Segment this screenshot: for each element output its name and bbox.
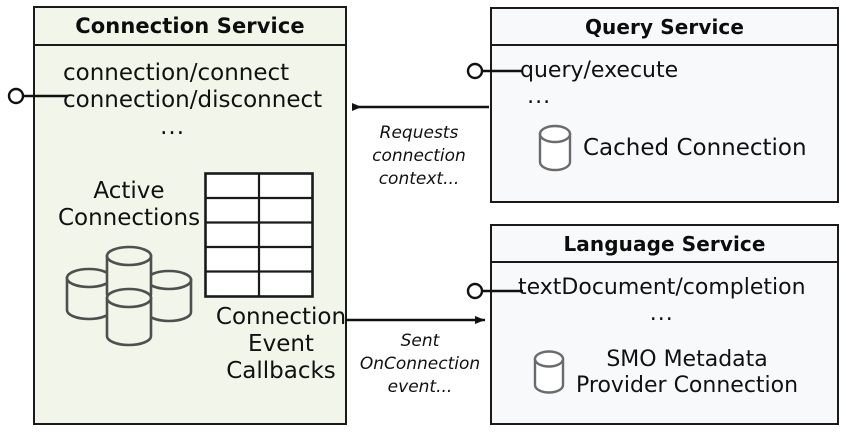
- smo-metadata-provider-label: SMO Metadata Provider Connection: [576, 347, 798, 398]
- operation-textdocument-completion: textDocument/completion: [518, 275, 806, 300]
- callbacks-line2: Event: [248, 331, 314, 358]
- database-cylinder-icon: [533, 349, 565, 394]
- component-language-service[interactable]: Language Service textDocument/completion…: [490, 224, 839, 425]
- requests-label-line3: context...: [378, 168, 460, 189]
- smo-resource-line2: Provider Connection: [576, 372, 799, 398]
- active-connections-line2: Connections: [57, 205, 201, 232]
- table-grid-icon: [204, 172, 314, 298]
- query-service-ellipsis: ...: [527, 83, 552, 109]
- operation-connection-disconnect: connection/disconnect: [63, 86, 323, 113]
- callbacks-line3: Callbacks: [226, 358, 336, 385]
- query-service-body: query/execute ... Cached Connection: [492, 46, 837, 201]
- component-query-service[interactable]: Query Service query/execute ... Cached C…: [490, 7, 839, 203]
- operation-query-execute: query/execute: [520, 58, 679, 83]
- language-service-operations: textDocument/completion ...: [518, 275, 806, 326]
- database-cluster-icon: [65, 245, 193, 347]
- database-cylinder-icon: [538, 124, 572, 172]
- connection-service-ellipsis: ...: [160, 113, 186, 140]
- language-service-title: Language Service: [492, 226, 837, 263]
- callbacks-line1: Connection: [215, 304, 347, 330]
- connection-service-operations: connection/connect connection/disconnect…: [63, 60, 322, 141]
- sent-label-line3: event...: [387, 376, 453, 397]
- connection-event-callbacks-label: Connection Event Callbacks: [195, 304, 367, 385]
- smo-resource-line1: SMO Metadata: [606, 347, 768, 372]
- query-service-operations: query/execute ...: [520, 58, 678, 109]
- query-service-title: Query Service: [492, 9, 837, 46]
- component-connection-service[interactable]: Connection Service connection/connect co…: [33, 6, 347, 425]
- requests-label-line2: connection: [372, 145, 466, 166]
- cached-connection-resource: Cached Connection: [537, 124, 807, 172]
- cached-connection-label: Cached Connection: [583, 134, 807, 161]
- edge-label-requests-connection-context: Requests connection context...: [358, 122, 480, 191]
- language-service-ellipsis: ...: [649, 300, 674, 326]
- sent-label-line2: OnConnection: [359, 353, 481, 374]
- edge-label-sent-onconnection-event: Sent OnConnection event...: [354, 330, 486, 399]
- connection-service-title: Connection Service: [35, 8, 345, 46]
- active-connections-label: Active Connections: [41, 178, 217, 232]
- operation-connection-connect: connection/connect: [63, 60, 290, 86]
- connection-service-body: connection/connect connection/disconnect…: [35, 46, 346, 423]
- smo-metadata-provider-resource: SMO Metadata Provider Connection: [532, 347, 798, 398]
- requests-label-line1: Requests: [379, 123, 459, 143]
- language-service-body: textDocument/completion ... SMO Metadata…: [492, 263, 837, 423]
- sent-label-line1: Sent: [400, 331, 440, 351]
- active-connections-line1: Active: [93, 178, 165, 204]
